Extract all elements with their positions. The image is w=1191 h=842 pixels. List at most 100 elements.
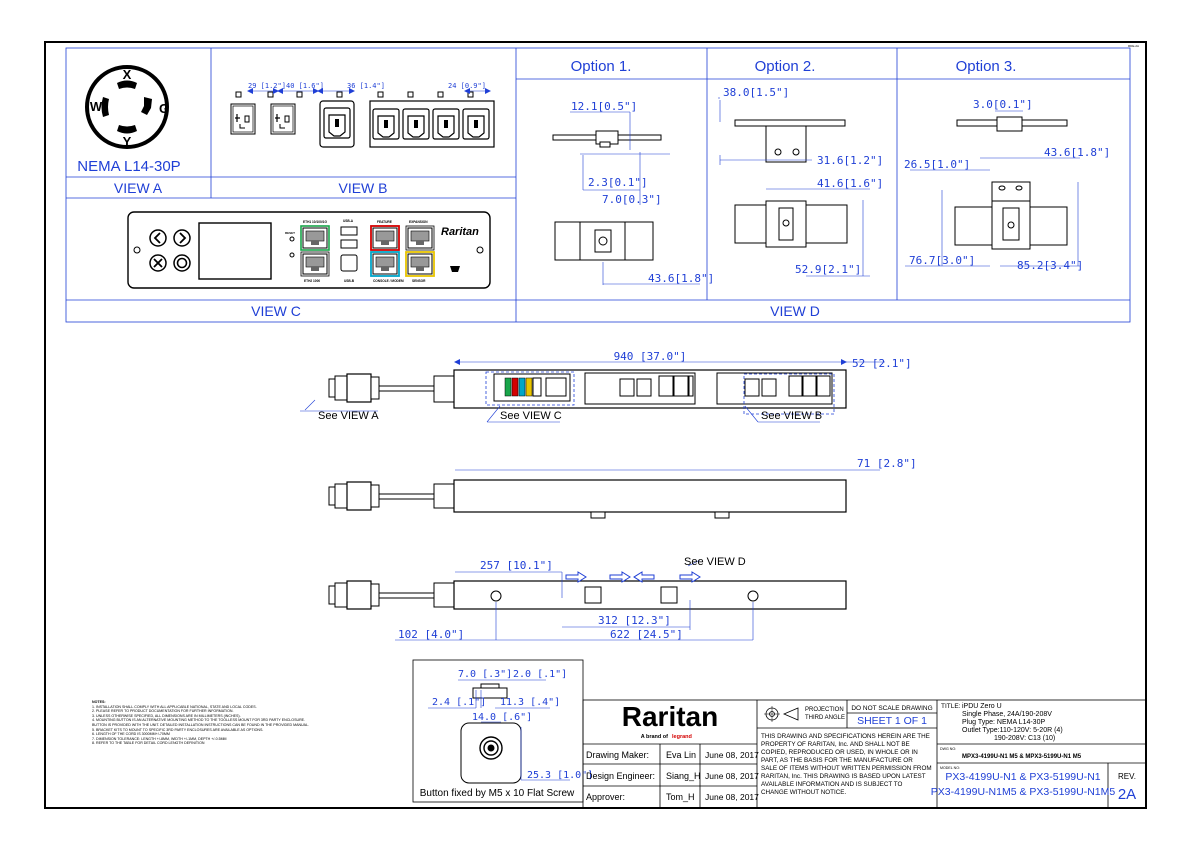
- port-label-feature: FEATURE: [377, 220, 392, 224]
- port-label-expansion: EXPANSION: [409, 220, 428, 224]
- approver-name: Tom_H: [666, 792, 695, 802]
- see-view-a-callout: See VIEW A: [318, 410, 379, 422]
- view-b-label: VIEW B: [338, 180, 387, 196]
- note-item: 8. REFER TO THE TABLE FOR DETAIL CORD LE…: [92, 741, 205, 746]
- view-b-dim-36: 36 [1.4"]: [347, 82, 385, 90]
- view-b-dim-29: 29 [1.2"]: [248, 82, 286, 90]
- option-1-dim-d: 43.6[1.8"]: [648, 272, 714, 285]
- option-3-bracket: [905, 110, 1080, 267]
- view-c-label: VIEW C: [251, 303, 301, 319]
- button-caption: Button fixed by M5 x 10 Flat Screw: [420, 788, 575, 799]
- title-line: Single Phase, 24A/190-208V: [962, 711, 1052, 718]
- approver-role: Approver:: [586, 792, 625, 802]
- main-dim-length: 940 [37.0"]: [614, 350, 687, 363]
- legal-line: COPIED, REPRODUCED OR USED, IN WHOLE OR …: [761, 749, 918, 756]
- title-line: Plug Type: NEMA L14-30P: [962, 719, 1045, 726]
- note-item: 1. INSTALLATION SHALL COMPLY WITH ALL AP…: [92, 704, 257, 709]
- drawing-maker-date: June 08, 2017: [705, 750, 759, 760]
- view-b-dim-40: 40 [1.6"]: [286, 82, 324, 90]
- legal-line: SALE OF ITEMS WITHOUT WRITTEN PERMISSION…: [761, 765, 932, 772]
- rev-label: REV.: [1118, 772, 1136, 781]
- button-detail: [428, 679, 570, 784]
- view-a-nema-plug: X W G Y: [85, 65, 169, 149]
- note-item: 6. LENGTH OF THE CORD IS 3000MM+/-70MM: [92, 732, 170, 737]
- option-1-bracket: [552, 111, 700, 285]
- note-item: 3. UNLESS OTHERWISE SPECIFIED, ALL DIMEN…: [92, 713, 241, 718]
- option-2-dim-d: 52.9[2.1"]: [795, 263, 861, 276]
- option-3-title: Option 3.: [956, 58, 1017, 75]
- pdu-side-view: [328, 469, 880, 519]
- drawing-maker-role: Drawing Maker:: [586, 750, 649, 760]
- port-label-reset: RESET: [285, 231, 295, 235]
- port-label-eth1: ETH1 10/100/1G: [303, 220, 327, 224]
- option-1-dim-b: 2.3[0.1"]: [588, 176, 648, 189]
- option-1-dim-a: 12.1[0.5"]: [571, 100, 637, 113]
- option-3-dim-d: 76.7[3.0"]: [909, 254, 975, 267]
- option-2-bracket: [718, 97, 870, 277]
- option-2-title: Option 2.: [755, 58, 816, 75]
- option-2-dim-a: 38.0[1.5"]: [723, 86, 789, 99]
- model-number-2: PX3-4199U-N1M5 & PX3-5199U-N1M5: [931, 786, 1116, 798]
- title-line: Outlet Type:110-120V: 5-20R (4): [962, 727, 1063, 734]
- option-1-title: Option 1.: [571, 58, 632, 75]
- view-c-brand-logo: Raritan: [441, 226, 479, 238]
- do-not-scale-label: DO NOT SCALE DRAWING: [851, 705, 932, 712]
- main-dim-102: 102 [4.0"]: [398, 628, 464, 641]
- note-item: 4. MOUNTING BUTTON IS AN ALTERNATIVE MOU…: [92, 718, 306, 723]
- button-dim-a: 7.0 [.3"]: [458, 669, 512, 680]
- design-engineer-date: June 08, 2017: [705, 771, 759, 781]
- rev-value: 2A: [1118, 786, 1136, 803]
- sheet-number: SHEET 1 OF 1: [857, 715, 927, 727]
- title-block-frame: [582, 699, 1147, 809]
- port-label-usbb: USB-B: [344, 279, 355, 283]
- legal-line: RARITAN, Inc. THIS DRAWING IS BASED UPON…: [761, 773, 926, 780]
- title-line: iPDU Zero U: [962, 703, 1002, 710]
- see-view-c-callout: See VIEW C: [500, 410, 562, 422]
- legal-line: PART, AS THE BASIS FOR THE MANUFACTURE O…: [761, 757, 913, 764]
- pin-x-label: X: [123, 67, 132, 82]
- option-2-dim-c: 41.6[1.6"]: [817, 177, 883, 190]
- note-item: 5. BRACKET KITS TO MOUNT TO SPECIFIC 3RD…: [92, 727, 264, 732]
- projection-label-2: THIRD ANGLE: [805, 715, 845, 721]
- title-block-logo: Raritan: [622, 701, 718, 732]
- model-number-1: PX3-4199U-N1 & PX3-5199U-N1: [945, 771, 1100, 783]
- legal-line: THIS DRAWING AND SPECIFICATIONS HEREIN A…: [761, 733, 930, 740]
- button-dim-d: 11.3 [.4"]: [500, 697, 560, 708]
- pdu-front-view: [300, 359, 885, 423]
- note-item: BUTTON IS PROVIDED WITH THE UNIT. DETAIL…: [92, 722, 310, 727]
- notes-block: NOTES: 1. INSTALLATION SHALL COMPLY WITH…: [92, 700, 342, 746]
- main-dim-width: 71 [2.8"]: [857, 457, 917, 470]
- main-dim-312: 312 [12.3"]: [598, 614, 671, 627]
- port-label-sensor: SENSOR: [412, 279, 426, 283]
- title-label: TITLE:: [941, 703, 961, 710]
- option-3-dim-a: 3.0[0.1"]: [973, 98, 1033, 111]
- main-dim-622: 622 [24.5"]: [610, 628, 683, 641]
- title-block-logo-sub-brand: legrand: [672, 734, 692, 740]
- view-a-label: VIEW A: [114, 180, 163, 196]
- legal-notice: THIS DRAWING AND SPECIFICATIONS HEREIN A…: [761, 733, 932, 796]
- note-item: 7. DIMENSION TOLERANCE: LENGTH +/-8MM, W…: [92, 736, 227, 741]
- main-dim-depth: 52 [2.1"]: [852, 357, 912, 370]
- sheet-tag: RDE-2A: [1128, 44, 1139, 48]
- see-view-b-callout: See VIEW B: [761, 410, 822, 422]
- note-item: 2. PLEASE REFER TO PRODUCT DOCUMENTATION…: [92, 709, 234, 714]
- button-dim-c: 2.4 [.1"]: [432, 697, 486, 708]
- legal-line: PROPERTY OF RARITAN, Inc. AND SHALL NOT …: [761, 741, 910, 748]
- option-3-dim-b: 43.6[1.8"]: [1044, 146, 1110, 159]
- port-label-console: CONSOLE / MODEM: [373, 279, 404, 283]
- pdu-back-view: [328, 559, 847, 641]
- button-dim-f: 25.3 [1.0"]: [527, 770, 593, 781]
- view-d-label: VIEW D: [770, 303, 820, 319]
- projection-label-1: PROJECTION: [805, 707, 844, 713]
- pin-w-label: W: [90, 99, 103, 114]
- dwg-label: DWG NO:: [940, 747, 956, 751]
- option-3-dim-e: 85.2[3.4"]: [1017, 259, 1083, 272]
- model-label: MODEL NO:: [940, 766, 960, 770]
- option-1-dim-c: 7.0[0.3"]: [602, 193, 662, 206]
- approver-date: June 08, 2017: [705, 792, 759, 802]
- main-dim-257: 257 [10.1"]: [480, 559, 553, 572]
- view-b-outlets: [230, 88, 495, 148]
- option-3-dim-c: 26.5[1.0"]: [904, 158, 970, 171]
- dwg-number: MPX3-4199U-N1 M5 & MPX3-5199U-N1 M5: [962, 754, 1082, 760]
